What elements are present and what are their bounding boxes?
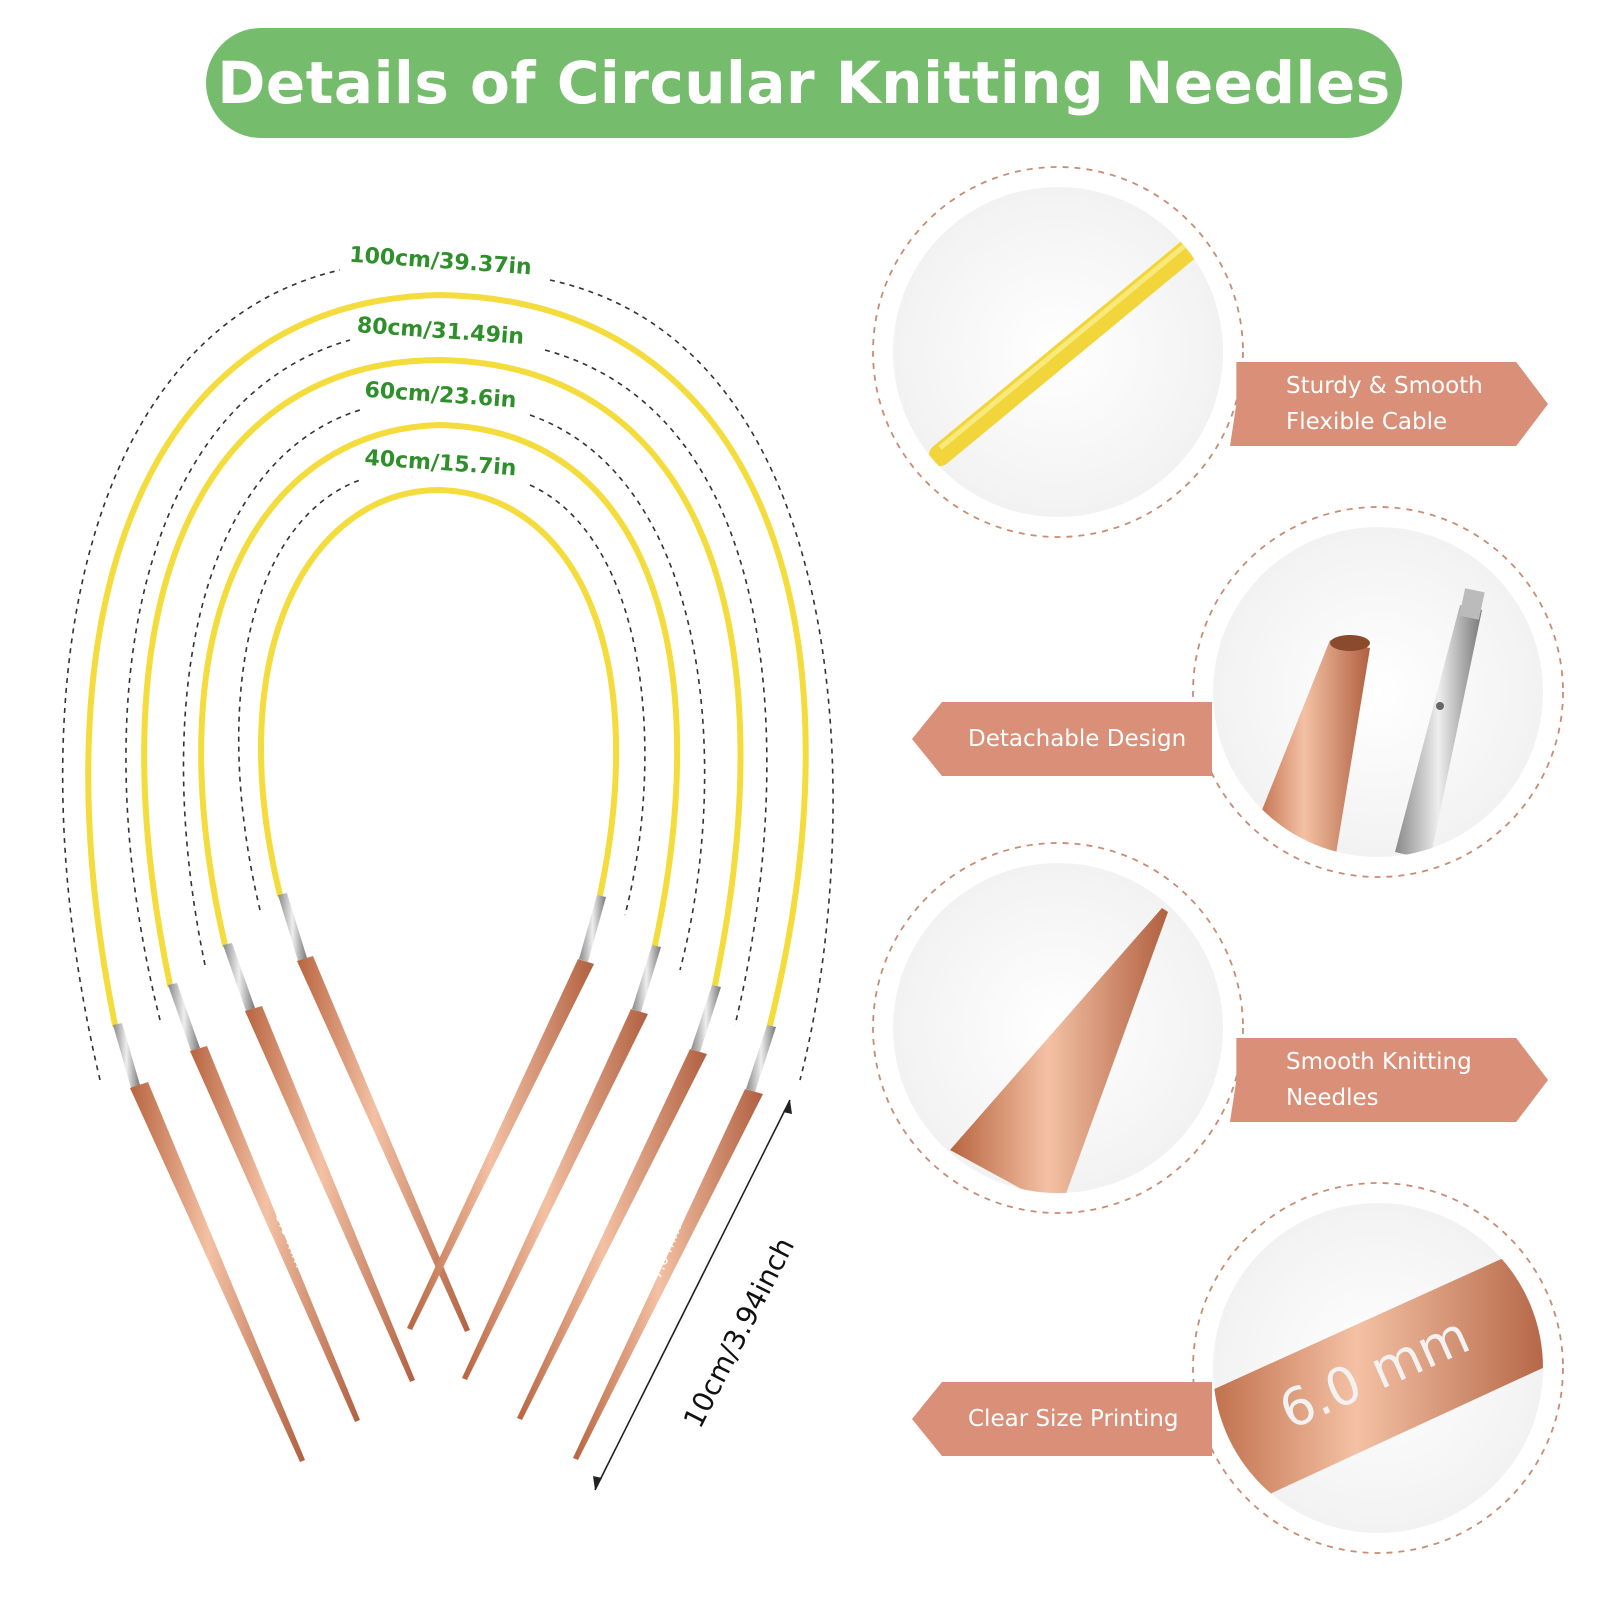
guide-line-60cm-right [529,414,706,971]
yellow-cables [85,291,809,1028]
feature-tag-line: Clear Size Printing [968,1406,1179,1432]
arrowhead-icon [783,1100,792,1114]
feature-tag-smooth-needles: Smooth Knitting Needles [1230,1038,1548,1122]
needle-5-5mm-right [462,945,661,1380]
left-needle-tips [113,893,470,1462]
needle-5mm-right [407,895,606,1330]
guide-line-100cm [61,269,341,1081]
needle-7mm-left [113,1023,305,1462]
needle-6mm-right [517,985,721,1420]
needle-5-5mm-left [223,943,415,1382]
feature-tag-line: Sturdy & Smooth [1286,373,1483,399]
right-needle-tips [407,895,776,1460]
cable-40cm [258,486,620,898]
closeup-cable [872,166,1244,538]
length-label-80cm: 80cm/31.49in [356,313,525,350]
feature-tag-line: Detachable Design [968,726,1187,752]
closeup-size-printing: 6.0 mm [1192,1182,1564,1554]
needle-6mm-left [168,983,360,1422]
needle-5mm-left [278,893,470,1332]
title-banner: Details of Circular Knitting Needles [206,28,1402,138]
feature-tag-flexible-cable: Sturdy & Smooth Flexible Cable [1230,362,1548,446]
length-label-40cm: 40cm/15.7in [364,446,517,482]
length-label-60cm: 60cm/23.6in [364,378,517,414]
cable-100cm [85,291,809,1028]
page-title: Details of Circular Knitting Needles [217,49,1391,117]
closeup-circles: 6.0 mm [872,166,1564,1554]
cable-60cm [198,421,681,948]
feature-tag-line: Needles [1286,1085,1379,1111]
guide-line-60cm [182,409,361,966]
closeup-connector [1192,506,1564,878]
length-label-100cm: 100cm/39.37in [348,243,532,281]
guide-line-100cm-right [549,279,834,1081]
cable-80cm [141,356,744,988]
feature-tag-size-printing: Clear Size Printing [912,1382,1212,1456]
guide-line-40cm [237,479,361,911]
guide-line-80cm [125,339,351,1021]
tip-length-label: 10cm/3.94inch [677,1232,801,1433]
feature-tag-detachable: Detachable Design [912,702,1212,776]
guide-line-40cm-right [529,484,646,916]
feature-tag-line: Smooth Knitting [1286,1049,1472,1075]
tip-length-dimension: 10cm/3.94inch [593,1099,801,1491]
closeup-needle-tip [872,842,1244,1214]
guide-line-80cm-right [544,349,768,1026]
arrowhead-icon [593,1476,602,1490]
feature-tag-line: Flexible Cable [1286,409,1448,435]
length-guide-lines [61,269,834,1081]
needle-7mm-right [573,1025,776,1460]
